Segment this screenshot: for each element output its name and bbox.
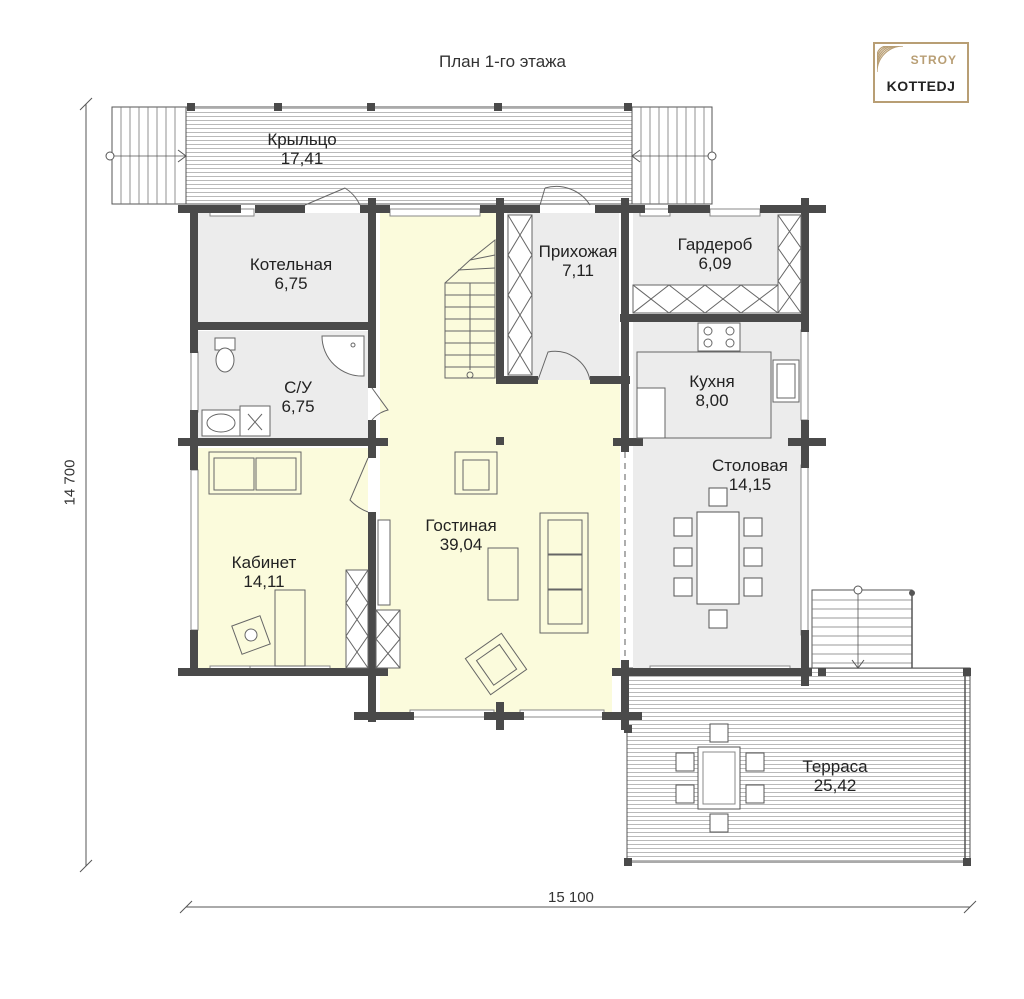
brand-logo: STROY KOTTEDJ bbox=[873, 42, 969, 103]
living-furniture bbox=[377, 437, 589, 696]
room-label-study: Кабинет 14,11 bbox=[232, 553, 297, 591]
room-label-boiler: Котельная 6,75 bbox=[250, 255, 332, 293]
walls bbox=[178, 198, 826, 730]
room-label-dining: Столовая 14,15 bbox=[712, 456, 788, 494]
room-area: 14,15 bbox=[728, 475, 772, 494]
room-name: Прихожая bbox=[538, 242, 618, 261]
wardrobe-cabinets bbox=[345, 214, 802, 669]
room-area: 25,42 bbox=[813, 776, 857, 795]
room-area: 14,11 bbox=[243, 572, 285, 591]
doors bbox=[304, 185, 591, 513]
room-label-living: Гостиная 39,04 bbox=[425, 516, 496, 554]
room-label-hall: Прихожая 7,11 bbox=[539, 242, 618, 280]
page-title: План 1-го этажа bbox=[438, 52, 566, 71]
room-label-bathroom: С/У 6,75 bbox=[281, 378, 314, 416]
room-area: 6,75 bbox=[274, 274, 308, 293]
room-name: Кухня bbox=[689, 372, 735, 391]
room-area: 6,75 bbox=[281, 397, 315, 416]
room-label-kitchen: Кухня 8,00 bbox=[689, 372, 735, 410]
dimension-lines bbox=[79, 97, 977, 914]
kitchen-furniture bbox=[636, 322, 800, 439]
dimension-width: 15 100 bbox=[548, 889, 594, 906]
room-name: Гардероб bbox=[677, 235, 753, 254]
terrace-deck bbox=[624, 585, 971, 866]
room-area: 8,00 bbox=[695, 391, 729, 410]
dimension-height: 14 700 bbox=[61, 459, 79, 506]
study-furniture bbox=[208, 451, 306, 667]
room-name: Терраса bbox=[802, 757, 868, 776]
room-name: Крыльцо bbox=[267, 130, 337, 149]
room-label-wardrobe: Гардероб 6,09 bbox=[678, 235, 753, 273]
room-name: Кабинет bbox=[231, 553, 297, 572]
bathroom-fixtures bbox=[201, 335, 365, 437]
staircase bbox=[444, 238, 496, 379]
porch-deck bbox=[105, 103, 717, 205]
logo-text-top: STROY bbox=[910, 53, 957, 67]
logo-text-bottom: KOTTEDJ bbox=[886, 78, 956, 94]
room-area: 39,04 bbox=[439, 535, 483, 554]
room-name: Столовая bbox=[711, 456, 789, 475]
logo-mark-icon bbox=[877, 46, 917, 74]
room-name: Котельная bbox=[249, 255, 333, 274]
dining-set bbox=[673, 487, 763, 629]
room-name: Гостиная bbox=[425, 516, 497, 535]
room-label-terrace: Терраса 25,42 bbox=[802, 757, 867, 795]
room-area: 6,09 bbox=[698, 254, 732, 273]
room-name: С/У bbox=[284, 378, 312, 397]
room-area: 17,41 bbox=[280, 149, 324, 168]
room-area: 7,11 bbox=[562, 261, 594, 280]
room-label-porch: Крыльцо 17,41 bbox=[267, 130, 336, 168]
